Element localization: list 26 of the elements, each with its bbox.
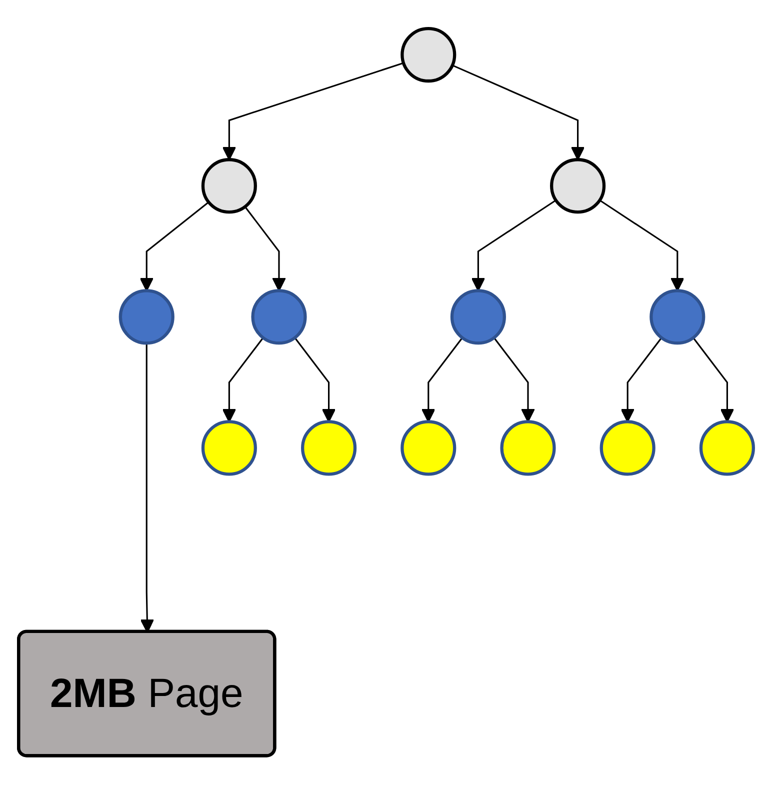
node-circle bbox=[400, 27, 456, 83]
arrow bbox=[471, 200, 556, 292]
arrow bbox=[493, 338, 535, 423]
arrow bbox=[452, 65, 585, 161]
node-circle bbox=[699, 420, 755, 476]
node-circle bbox=[550, 158, 606, 214]
node-circle bbox=[500, 420, 556, 476]
node-circle bbox=[201, 158, 257, 214]
node-circle bbox=[450, 290, 506, 346]
node-circle bbox=[251, 290, 307, 346]
arrow bbox=[294, 338, 336, 423]
node-circle bbox=[201, 420, 257, 476]
arrow bbox=[692, 338, 734, 423]
arrow bbox=[599, 200, 684, 292]
arrow bbox=[620, 338, 662, 423]
node-circle bbox=[118, 290, 174, 346]
node-circle bbox=[400, 420, 456, 476]
node-circle bbox=[650, 290, 706, 346]
arrow bbox=[222, 338, 264, 423]
arrow bbox=[421, 338, 463, 423]
arrow bbox=[222, 62, 404, 161]
node-circle bbox=[600, 420, 656, 476]
arrow bbox=[244, 206, 286, 292]
node-circle bbox=[301, 420, 357, 476]
arrow bbox=[140, 202, 210, 292]
tree-diagram: 2MB Page bbox=[6, 16, 766, 769]
